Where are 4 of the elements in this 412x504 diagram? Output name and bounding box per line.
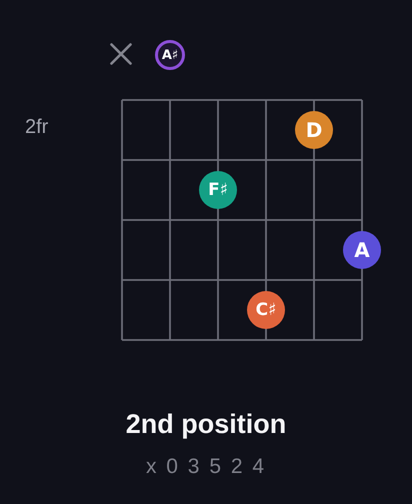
fret-number-label: 2fr [25, 117, 48, 137]
open-string-ring: A♯ [155, 40, 185, 70]
chord-title: 2nd position [126, 411, 286, 438]
fingering-text: x 0 3 5 2 4 [146, 456, 266, 477]
